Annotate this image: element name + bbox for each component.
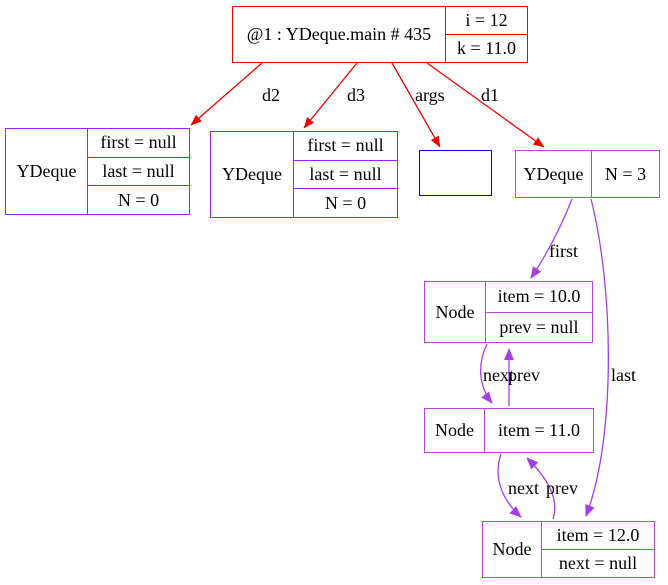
object-node-first[interactable]: Node item = 10.0 prev = null (424, 281, 593, 343)
edge-prev-bottom (526, 457, 556, 520)
edge-args (391, 62, 441, 148)
object-type-label: YDeque (523, 163, 584, 184)
frame-var-k: k = 11.0 (446, 34, 527, 62)
edge-last (585, 198, 609, 517)
object-fields: first = null last = null N = 0 (87, 129, 189, 214)
field-last: last = null (294, 159, 397, 189)
object-fields: item = 11.0 (484, 409, 593, 452)
edge-d1 (426, 62, 545, 148)
field-next: next = null (542, 549, 654, 577)
frame-var-i: i = 12 (465, 10, 508, 30)
object-fields: N = 3 (591, 151, 659, 197)
object-type-label: Node (435, 420, 474, 440)
field-item: item = 11.0 (498, 420, 580, 440)
array-node-args[interactable] (419, 150, 492, 196)
field-first: first = null (307, 135, 384, 156)
edge-next-bottom (497, 453, 522, 518)
field-last: last = null (88, 156, 189, 186)
edge-first (530, 198, 573, 279)
frame-title: @1 : YDeque.main # 435 (246, 24, 432, 44)
edge-label-next-bottom: next (508, 478, 539, 498)
field-prev: prev = null (486, 311, 592, 343)
field-n: N = 0 (294, 188, 397, 217)
edge-d3 (303, 62, 358, 129)
edge-label-prev-top: prev (508, 365, 540, 385)
edge-label-last: last (611, 365, 636, 385)
object-fields: first = null last = null N = 0 (293, 132, 397, 217)
edge-label-d1: d1 (481, 85, 499, 105)
object-type-label: Node (492, 539, 532, 559)
array-empty-cell (420, 151, 491, 195)
object-fields: item = 10.0 prev = null (485, 282, 592, 342)
field-first: first = null (100, 132, 177, 153)
object-node-last[interactable]: Node item = 12.0 next = null (482, 521, 655, 578)
object-node-middle[interactable]: Node item = 11.0 (424, 408, 594, 453)
object-node-ydeque-d1[interactable]: YDeque N = 3 (515, 150, 660, 198)
object-node-ydeque-d3[interactable]: YDeque first = null last = null N = 0 (210, 131, 398, 218)
field-n: N = 0 (88, 185, 189, 214)
object-type-label: YDeque (16, 161, 77, 181)
object-fields: item = 12.0 next = null (541, 522, 654, 577)
edge-label-args: args (415, 85, 445, 105)
edge-label-prev-bottom: prev (546, 478, 578, 498)
object-node-ydeque-d2[interactable]: YDeque first = null last = null N = 0 (5, 128, 190, 215)
field-item: item = 12.0 (556, 525, 640, 545)
edge-next-top (480, 343, 493, 404)
edge-d2 (190, 62, 263, 126)
frame-node-ydeque-main[interactable]: @1 : YDeque.main # 435 i = 12 k = 11.0 (232, 6, 528, 63)
object-type-label: Node (435, 301, 475, 322)
edge-label-next-top: next (483, 365, 514, 385)
edge-label-d2: d2 (262, 85, 280, 105)
edge-label-first: first (549, 241, 578, 261)
field-n: N = 3 (604, 163, 647, 184)
edge-label-d3: d3 (347, 85, 365, 105)
field-item: item = 10.0 (497, 286, 581, 307)
object-type-label: YDeque (222, 164, 282, 184)
frame-variables: i = 12 k = 11.0 (445, 7, 527, 62)
